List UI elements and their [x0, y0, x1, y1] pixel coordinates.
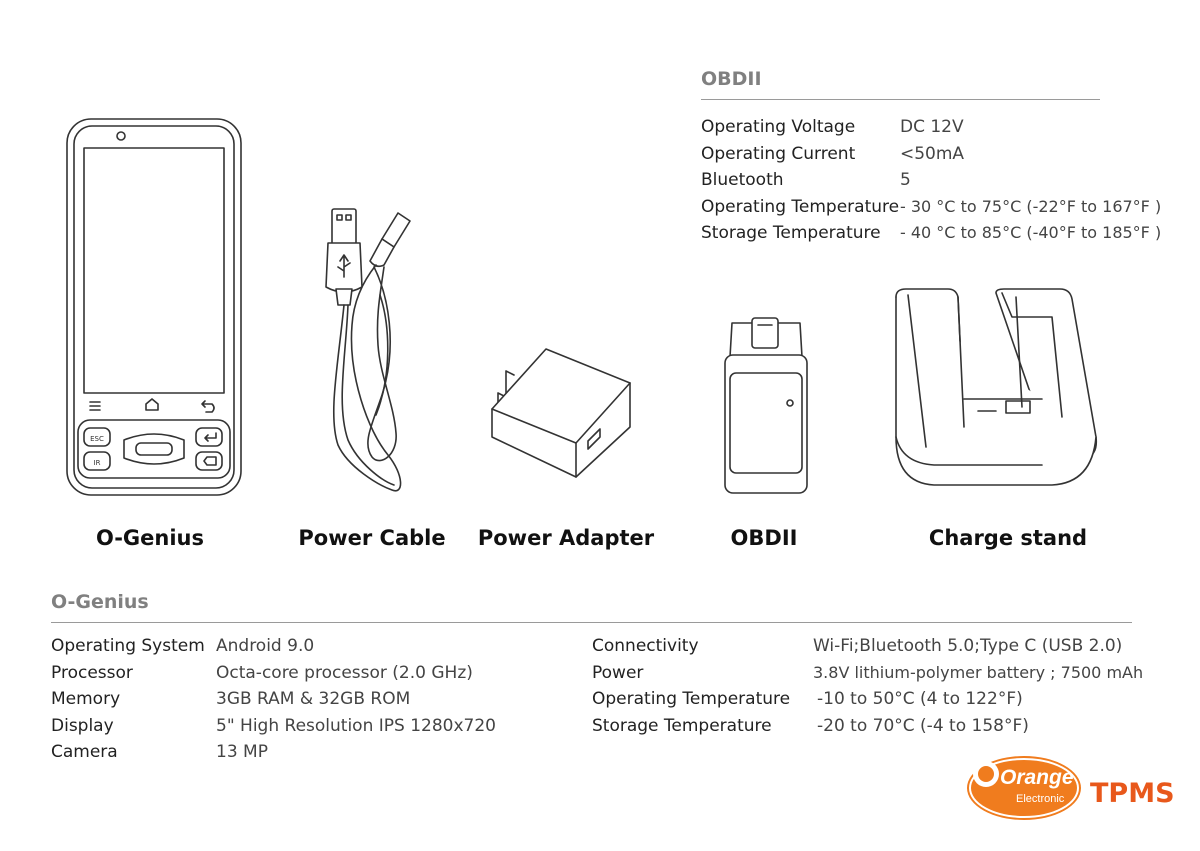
spec-row: Operating Current <50mA — [701, 141, 1181, 168]
spec-value: Android 9.0 — [216, 636, 315, 656]
logo-brand-text: Orange — [1000, 766, 1074, 789]
ogenius-spec-table-left: Operating System Android 9.0 Processor O… — [51, 633, 571, 766]
spec-label: Processor — [51, 662, 133, 683]
spec-value: -20 to 70°C (-4 to 158°F) — [817, 715, 1029, 736]
spec-row: Operating Temperature -10 to 50°C (4 to … — [592, 686, 1182, 713]
charge-stand-icon — [895, 288, 1098, 486]
product-label: OBDII — [730, 526, 798, 550]
spec-row: Camera 13 MP — [51, 739, 571, 766]
spec-row: Operating System Android 9.0 — [51, 633, 571, 660]
handheld-device-icon: ESC IR — [66, 118, 242, 496]
spec-row: Storage Temperature - 40 °C to 85°C (-40… — [701, 220, 1181, 247]
product-label: Charge stand — [928, 526, 1088, 550]
logo-sub-text: Electronic — [1016, 793, 1065, 805]
spec-row: Connectivity Wi-Fi;Bluetooth 5.0;Type C … — [592, 633, 1182, 660]
orange-electronic-logo: Orange Electronic — [967, 756, 1081, 820]
spec-value: 5 — [900, 170, 911, 191]
spec-value: DC 12V — [900, 117, 964, 137]
spec-label: Display — [51, 715, 114, 736]
spec-row: Memory 3GB RAM & 32GB ROM — [51, 686, 571, 713]
spec-label: Operating Temperature — [701, 196, 900, 217]
spec-value: <50mA — [900, 143, 965, 164]
obdii-spec-table: Operating Voltage DC 12V Operating Curre… — [701, 114, 1181, 247]
spec-label: Storage Temperature — [701, 223, 881, 244]
spec-label: Camera — [51, 742, 118, 763]
ogenius-section-title: O-Genius — [51, 591, 149, 613]
spec-label: Storage Temperature — [592, 715, 772, 736]
spec-row: Display 5" High Resolution IPS 1280x720 — [51, 713, 571, 740]
product-label: O-Genius — [95, 526, 205, 550]
spec-row: Processor Octa-core processor (2.0 GHz) — [51, 660, 571, 687]
spec-value: 5" High Resolution IPS 1280x720 — [216, 715, 496, 736]
obdii-section-rule — [701, 99, 1100, 100]
usb-cable-icon — [325, 208, 411, 492]
spec-value: Octa-core processor (2.0 GHz) — [216, 662, 473, 683]
spec-label: Operating Temperature — [592, 689, 791, 710]
ogenius-spec-table-right: Connectivity Wi-Fi;Bluetooth 5.0;Type C … — [592, 633, 1182, 739]
spec-value: -10 to 50°C (4 to 122°F) — [817, 689, 1023, 710]
product-label: Power Adapter — [477, 526, 655, 550]
spec-label: Connectivity — [592, 636, 699, 656]
spec-value: - 40 °C to 85°C (-40°F to 185°F ) — [900, 223, 1162, 243]
ir-key-label: IR — [94, 459, 101, 467]
ogenius-section-rule — [51, 622, 1132, 623]
spec-value: 3.8V lithium-polymer battery ; 7500 mAh — [813, 662, 1144, 682]
esc-key-label: ESC — [90, 435, 104, 443]
spec-row: Bluetooth 5 — [701, 167, 1181, 194]
obdii-dongle-icon — [724, 317, 808, 494]
spec-label: Operating System — [51, 636, 205, 656]
product-label: Power Cable — [298, 526, 446, 550]
tpms-logo-text: TPMS — [1090, 778, 1175, 809]
spec-label: Bluetooth — [701, 170, 784, 191]
spec-value: 13 MP — [216, 742, 268, 763]
spec-row: Operating Voltage DC 12V — [701, 114, 1181, 141]
spec-label: Power — [592, 662, 644, 683]
spec-row: Operating Temperature - 30 °C to 75°C (-… — [701, 194, 1181, 221]
obdii-section-title: OBDII — [701, 68, 762, 90]
spec-value: - 30 °C to 75°C (-22°F to 167°F ) — [900, 196, 1162, 216]
spec-label: Operating Current — [701, 143, 856, 164]
spec-value: 3GB RAM & 32GB ROM — [216, 689, 411, 710]
spec-row: Storage Temperature -20 to 70°C (-4 to 1… — [592, 713, 1182, 740]
spec-row: Power 3.8V lithium-polymer battery ; 750… — [592, 660, 1182, 687]
power-adapter-icon — [491, 348, 631, 478]
spec-label: Memory — [51, 689, 121, 710]
spec-label: Operating Voltage — [701, 117, 856, 137]
spec-value: Wi-Fi;Bluetooth 5.0;Type C (USB 2.0) — [813, 636, 1123, 656]
